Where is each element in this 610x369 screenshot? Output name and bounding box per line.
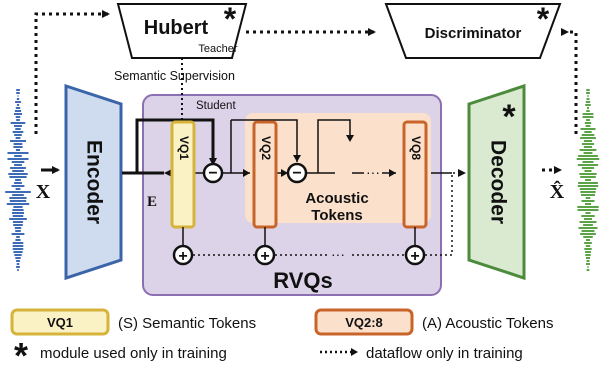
- residual-flow: [135, 118, 215, 175]
- legend-dataflow-arrow: [351, 348, 358, 356]
- hubert-label: Hubert: [144, 17, 209, 39]
- sum-row-dotted: [193, 172, 462, 256]
- plus-operator-3: +: [404, 244, 426, 266]
- legend-star-description: module used only in training: [40, 345, 227, 362]
- training-dataflow-top: [34, 10, 578, 134]
- acoustic-tokens-region: [245, 113, 431, 223]
- vq-connectors: [195, 119, 452, 174]
- legend-star-icon: *: [14, 335, 28, 369]
- minus-operator-1: −: [202, 162, 224, 184]
- discriminator-label: Discriminator: [425, 25, 522, 42]
- decoder-label: Decoder: [486, 140, 509, 224]
- output-waveform: [576, 89, 600, 271]
- e-label: E: [147, 194, 157, 210]
- encoder-label: Encoder: [82, 140, 105, 224]
- legend-acoustic-tokens: (A) Acoustic Tokens: [422, 315, 553, 332]
- svg-text:+: +: [178, 248, 187, 265]
- legend-vq1-label: VQ1: [47, 315, 73, 330]
- vq8-input-arrow: [389, 169, 396, 177]
- vq-to-sum-lines: [182, 227, 416, 246]
- rvqs-label: RVQs: [273, 268, 333, 293]
- minus2-input-arrow: [281, 169, 288, 177]
- svg-text:−: −: [292, 165, 301, 182]
- svg-text:−: −: [208, 165, 217, 182]
- teacher-label: Teacher: [198, 43, 237, 55]
- legend-vq28-label: VQ2:8: [345, 315, 383, 330]
- plus-operator-2: +: [254, 244, 276, 266]
- acoustic-tokens-label-1: Acoustic: [305, 190, 368, 207]
- vq2-input-arrow: [243, 169, 250, 177]
- vq2-label: VQ2: [259, 136, 273, 160]
- legend-vq1-swatch: [10, 308, 110, 336]
- svg-text:+: +: [260, 248, 269, 265]
- vq1-label: VQ1: [177, 136, 191, 160]
- vq1-input-arrow: [164, 169, 172, 177]
- svg-text:+: +: [410, 248, 419, 265]
- minus2-top-arrow: [293, 155, 301, 162]
- input-x-label: X: [36, 181, 51, 203]
- legend-dataflow-description: dataflow only in training: [366, 345, 523, 362]
- decoder-input-arrow: [458, 169, 466, 177]
- acoustic-tokens-label-2: Tokens: [311, 207, 362, 224]
- discriminator-block: [384, 3, 562, 59]
- semantic-supervision-label: Semantic Supervision: [114, 69, 235, 83]
- sum-ellipsis: ···: [331, 246, 345, 262]
- legend: VQ1 (S) Semantic Tokens VQ2:8 (A) Acoust…: [10, 308, 553, 369]
- minus-operator-2: −: [286, 162, 308, 184]
- legend-semantic-tokens: (S) Semantic Tokens: [118, 315, 256, 332]
- encoder-block: [64, 83, 123, 281]
- hubert-star-icon: *: [224, 1, 237, 37]
- discriminator-star-icon: *: [537, 1, 550, 37]
- input-waveform: [5, 89, 31, 271]
- decoder-block: [467, 83, 526, 281]
- decoder-star-icon: *: [502, 98, 516, 136]
- minus1-input-arrow: [209, 158, 217, 166]
- vq8-label: VQ8: [409, 136, 423, 160]
- output-x-hat-label: X̂: [550, 179, 565, 203]
- discriminator-input-arrow: [561, 28, 569, 36]
- plus-operator-1: +: [172, 244, 194, 266]
- residual-ellipsis: ···: [366, 164, 380, 180]
- hubert-block: [116, 3, 248, 59]
- legend-vq28-swatch: [314, 308, 414, 336]
- student-label: Student: [196, 100, 236, 112]
- loop-arrow: [346, 135, 354, 142]
